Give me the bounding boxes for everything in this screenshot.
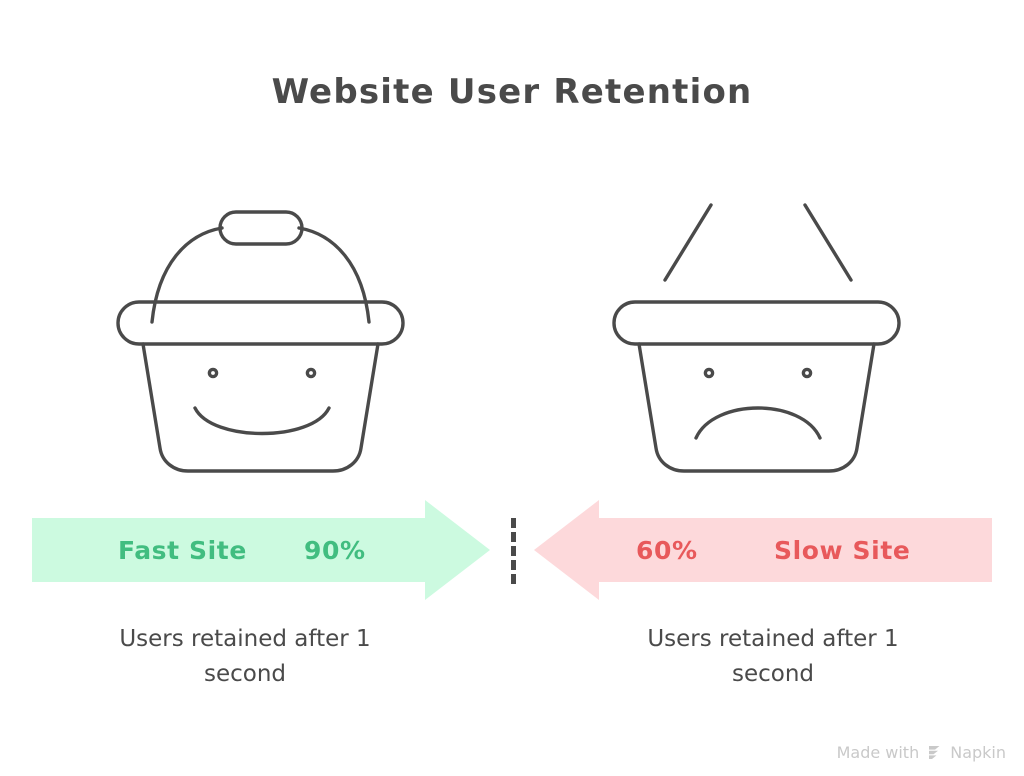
happy-shopping-basket-icon — [116, 210, 405, 473]
slow-site-caption: Users retained after 1 second — [647, 626, 899, 687]
fast-site-caption: Users retained after 1 second — [119, 626, 371, 687]
slow-site-label: Slow Site — [774, 536, 911, 565]
napkin-chevron-icon — [929, 746, 940, 759]
watermark-prefix: Made with — [836, 743, 920, 762]
broken-handle-right-stroke — [803, 203, 853, 282]
sad-shopping-basket-icon — [612, 203, 901, 473]
napkin-watermark: Made with Napkin — [837, 743, 1006, 762]
page-title: Website User Retention — [271, 72, 753, 112]
happy-basket-illustration — [112, 190, 412, 479]
fast-site-arrow — [32, 500, 490, 600]
fast-site-percent: 90% — [304, 536, 366, 565]
fast-site-label: Fast Site — [118, 536, 247, 565]
sad-basket-illustration — [608, 190, 908, 479]
slow-site-arrow — [534, 500, 992, 600]
center-dashed-divider — [511, 518, 516, 584]
slow-site-percent: 60% — [636, 536, 698, 565]
comparison-arrow-band — [0, 495, 1024, 610]
broken-handle-left-stroke — [663, 203, 713, 282]
watermark-brand: Napkin — [950, 743, 1006, 762]
